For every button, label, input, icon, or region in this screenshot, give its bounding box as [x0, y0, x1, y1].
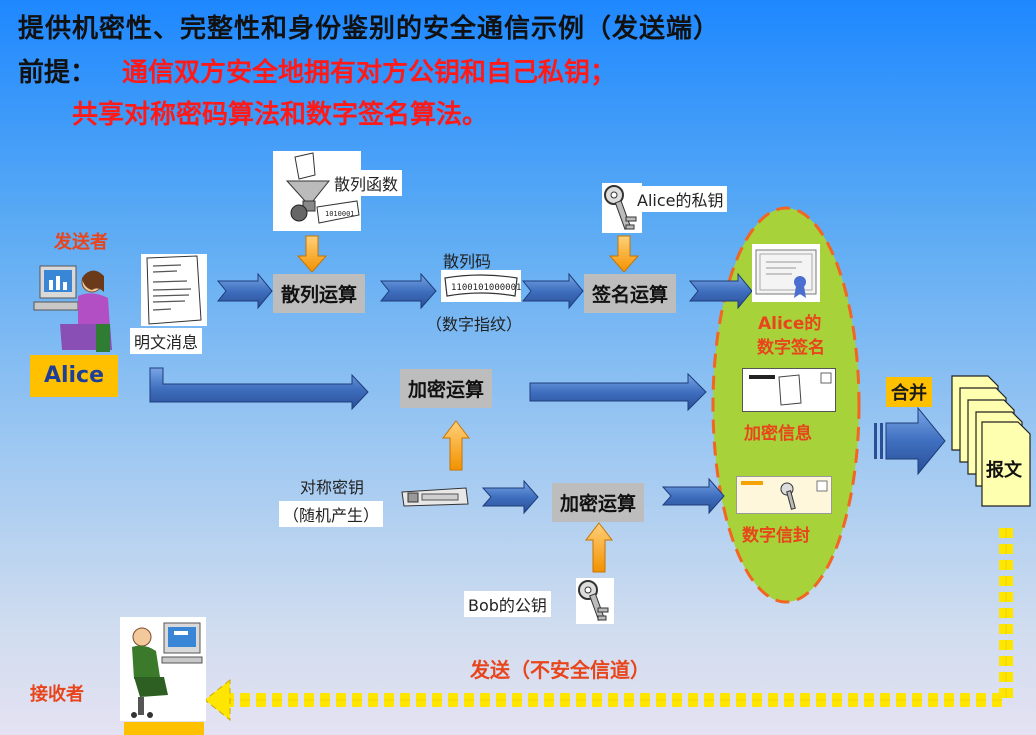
public-key-icon [576, 578, 614, 624]
premise-line-2: 共享对称密码算法和数字签名算法。 [72, 100, 489, 130]
signature-label-1: Alice的 [758, 314, 822, 334]
svg-text:1100101000001: 1100101000001 [451, 283, 521, 293]
sender-label: 发送者 [54, 232, 108, 253]
merge-label: 合并 [886, 377, 932, 407]
arrow-symkey-up [441, 420, 471, 471]
svg-text:1010001: 1010001 [325, 210, 355, 218]
hash-code-icon: 1100101000001 [441, 270, 521, 302]
bob-pubkey-label: Bob的公钥 [464, 591, 551, 617]
private-key-label: Alice的私钥 [633, 186, 728, 212]
fingerprint-label: （数字指纹） [426, 315, 523, 334]
arrow-encrypt2-to-envelope [661, 477, 725, 515]
encrypted-info-icon [742, 368, 836, 412]
plaintext-label: 明文消息 [130, 328, 203, 354]
send-path [230, 528, 1013, 707]
sym-key-label-1: 对称密钥 [300, 478, 365, 497]
arrow-hashfunc-down [296, 235, 328, 273]
arrow-plaintext-to-encrypt [149, 367, 369, 411]
send-arrowhead [204, 678, 231, 722]
send-label: 发送（不安全信道） [470, 658, 650, 682]
sign-operation-box: 签名运算 [584, 274, 677, 313]
arrow-pubkey-up [584, 522, 614, 573]
arrow-hash-to-code [379, 272, 437, 310]
page-title: 提供机密性、完整性和身份鉴别的安全通信示例（发送端） [18, 14, 721, 44]
sym-key-icon [400, 486, 470, 508]
hash-operation-box: 散列运算 [273, 274, 366, 313]
premise-line-1: 通信双方安全地拥有对方公钥和自己私钥； [122, 58, 617, 88]
signature-certificate-icon [752, 244, 820, 302]
receiver-label: 接收者 [30, 684, 84, 705]
arrow-encrypt-to-info [529, 372, 707, 412]
receiver-computer-icon [120, 617, 206, 721]
sender-name: Alice [30, 355, 118, 397]
message-label: 报文 [986, 460, 1022, 481]
hash-code-label: 散列码 [443, 252, 492, 271]
hash-function-label: 散列函数 [330, 170, 403, 196]
sym-key-label-2: （随机产生） [279, 501, 384, 527]
plaintext-document-icon [141, 254, 207, 326]
arrow-symkey-to-encrypt [481, 479, 539, 515]
message-stack-icon [948, 374, 1032, 508]
arrow-plaintext-to-hash [216, 272, 273, 310]
envelope-label: 数字信封 [742, 526, 810, 546]
encrypt-operation-2-box: 加密运算 [552, 483, 645, 522]
arrow-privkey-down [608, 235, 640, 273]
receiver-name-plate [124, 722, 204, 735]
arrow-sign-to-signature [688, 272, 753, 310]
arrow-code-to-sign [521, 272, 584, 310]
digital-envelope-icon [736, 476, 832, 514]
premise-label: 前提： [18, 58, 97, 88]
arrow-merge [874, 406, 946, 476]
encrypted-info-label: 加密信息 [744, 424, 812, 444]
signature-label-2: 数字签名 [757, 338, 825, 358]
encrypt-operation-box: 加密运算 [400, 369, 493, 408]
sender-computer-icon [30, 262, 120, 354]
